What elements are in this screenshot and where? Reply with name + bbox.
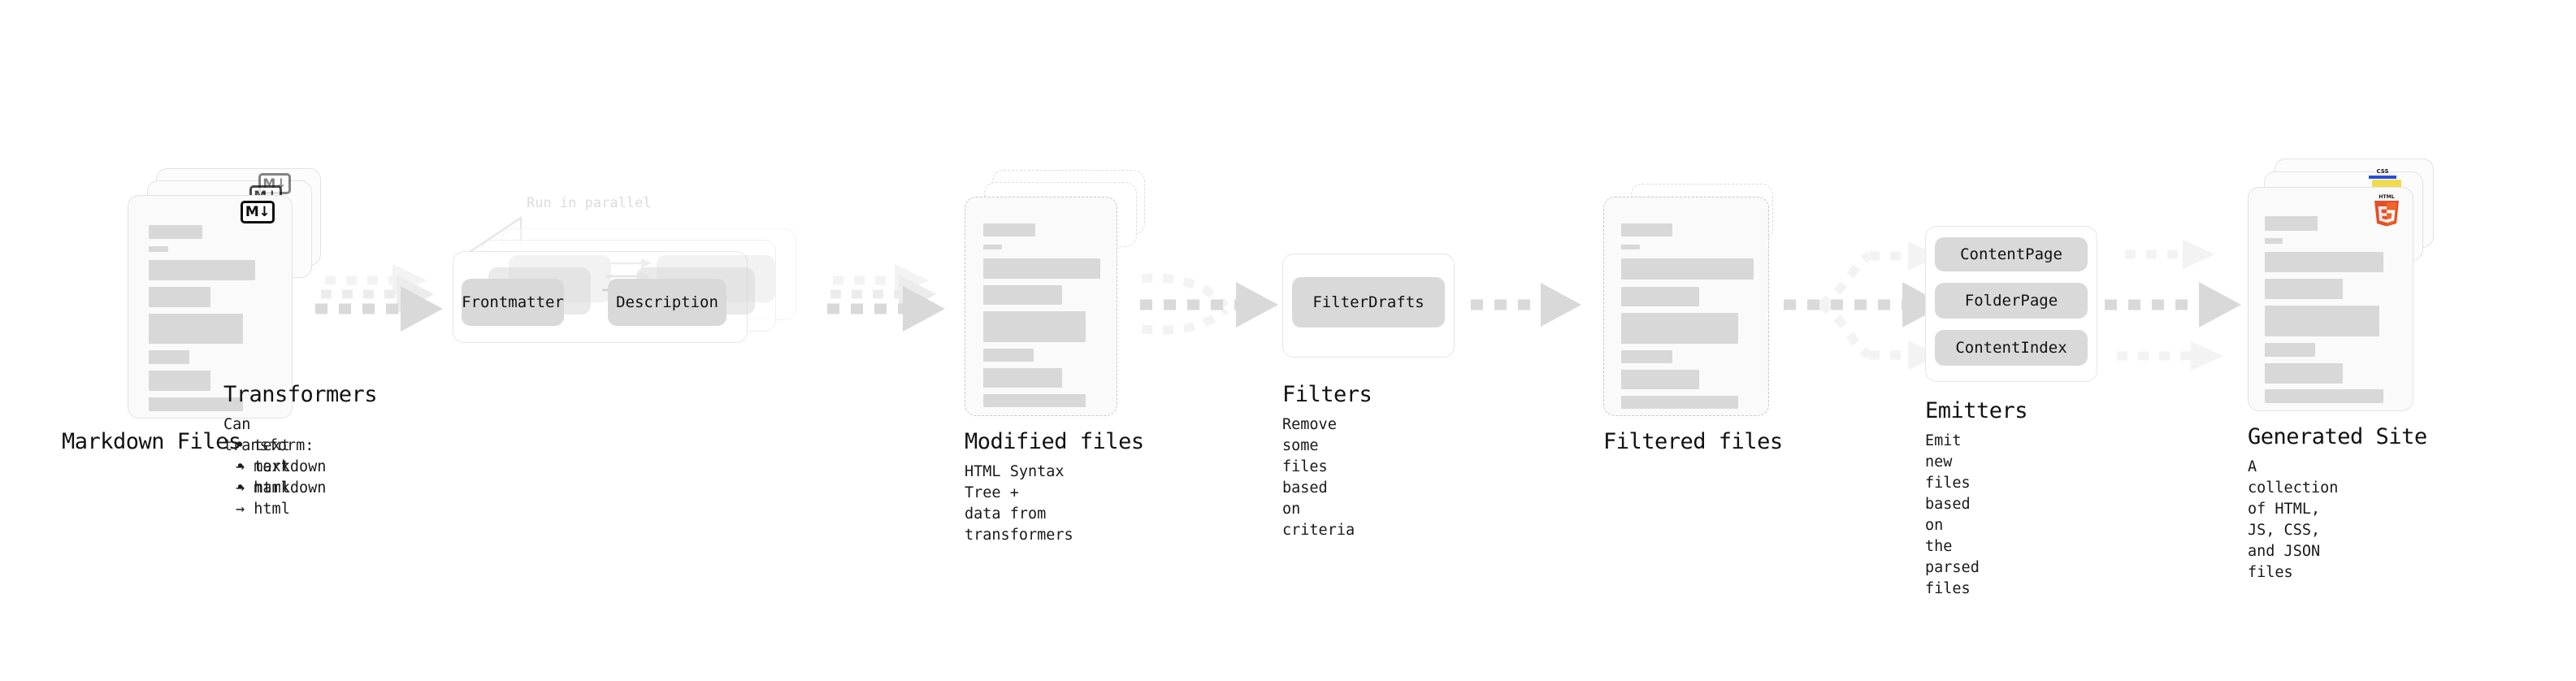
doc-bar [2265, 279, 2343, 299]
doc-bar [2265, 343, 2315, 357]
doc-bar [983, 223, 1035, 236]
stage-title-modified-files: Modified files [965, 429, 1144, 454]
doc-bar [2265, 216, 2318, 231]
modified-files-desc: HTML Syntax Tree + data from transformer… [965, 463, 1073, 544]
doc-bar [983, 311, 1086, 342]
doc-bar [983, 368, 1062, 388]
stage-title-generated-site: Generated Site [2248, 424, 2427, 449]
arrow-markdown-to-transformers [315, 264, 443, 332]
filtered-card-front [1603, 197, 1769, 416]
filters-desc: Remove some files based on criteria [1282, 416, 1355, 539]
stage-title-transformers: Transformers [223, 382, 378, 407]
stage-title-filtered-files: Filtered files [1603, 429, 1783, 454]
generated-site-desc: A collection of HTML, JS, CSS, and JSON … [2248, 458, 2339, 581]
markdown-card-front [128, 195, 293, 419]
doc-bar [983, 245, 1002, 249]
arrow-filters-to-filtered [1471, 283, 1581, 327]
site-card-front [2248, 187, 2413, 411]
transformer-chip-frontmatter[interactable]: Frontmatter [462, 279, 564, 326]
emitters-desc: Emit new files based on the parsed files [1925, 432, 1980, 597]
doc-bar [983, 285, 1062, 305]
markdown-logo-icon: M↓ [241, 201, 275, 223]
transformers-bullet-1-text: markdown → markdown [236, 458, 327, 497]
doc-bar [2265, 363, 2343, 384]
doc-bar [149, 225, 202, 239]
doc-bar [1621, 396, 1738, 409]
doc-bar [2265, 306, 2379, 336]
doc-bar [149, 246, 168, 252]
emitter-chip-folderpage[interactable]: FolderPage [1935, 283, 2088, 319]
arrow-filtered-to-emitters [1784, 241, 1945, 370]
html5-logo-icon: HTML [2374, 194, 2399, 227]
filter-chip-filterdrafts[interactable]: FilterDrafts [1292, 277, 1445, 327]
doc-bar [149, 371, 210, 391]
css-logo-icon: CSS [2369, 168, 2396, 180]
transformers-bullet-0-text: text → text [236, 437, 290, 475]
emitter-chip-contentpage[interactable]: ContentPage [1935, 237, 2088, 271]
doc-bar [149, 350, 189, 364]
arrow-emitters-to-site [2105, 240, 2241, 371]
transformers-bullet-1: • markdown → markdown [236, 458, 327, 497]
doc-bar [1621, 313, 1738, 344]
stage-title-markdown-files: Markdown Files [62, 429, 241, 454]
doc-bar [1621, 258, 1754, 280]
doc-bar [1621, 350, 1672, 363]
emitter-chip-contentindex[interactable]: ContentIndex [1935, 330, 2088, 366]
doc-bar [983, 258, 1100, 279]
transformers-bullet-2: • html → html [236, 479, 290, 518]
run-in-parallel-label: Run in parallel [527, 195, 652, 211]
doc-bar [1621, 287, 1699, 306]
arrow-transformers-to-modified [827, 264, 945, 332]
modified-card-front [965, 197, 1117, 416]
transformers-desc-intro: Can transform: [223, 416, 314, 454]
doc-bar [983, 394, 1086, 407]
transformers-bullet-2-text: html → html [236, 479, 290, 518]
transformers-bullet-0: • text → text [236, 437, 290, 475]
doc-bar [149, 314, 243, 344]
doc-bar [149, 397, 243, 411]
svg-text:HTML: HTML [2379, 194, 2395, 200]
doc-bar [149, 287, 210, 307]
stage-title-filters: Filters [1282, 382, 1373, 407]
doc-bar [1621, 223, 1672, 236]
arrow-modified-to-filters [1140, 273, 1278, 335]
doc-bar [1621, 370, 1699, 389]
doc-bar [149, 260, 255, 280]
doc-bar [983, 349, 1034, 362]
doc-bar [1621, 245, 1640, 249]
stage-title-emitters: Emitters [1925, 398, 2028, 423]
doc-bar [2265, 252, 2383, 272]
transformer-chip-description[interactable]: Description [608, 279, 726, 326]
doc-bar [2265, 389, 2383, 403]
doc-bar [2265, 238, 2283, 244]
